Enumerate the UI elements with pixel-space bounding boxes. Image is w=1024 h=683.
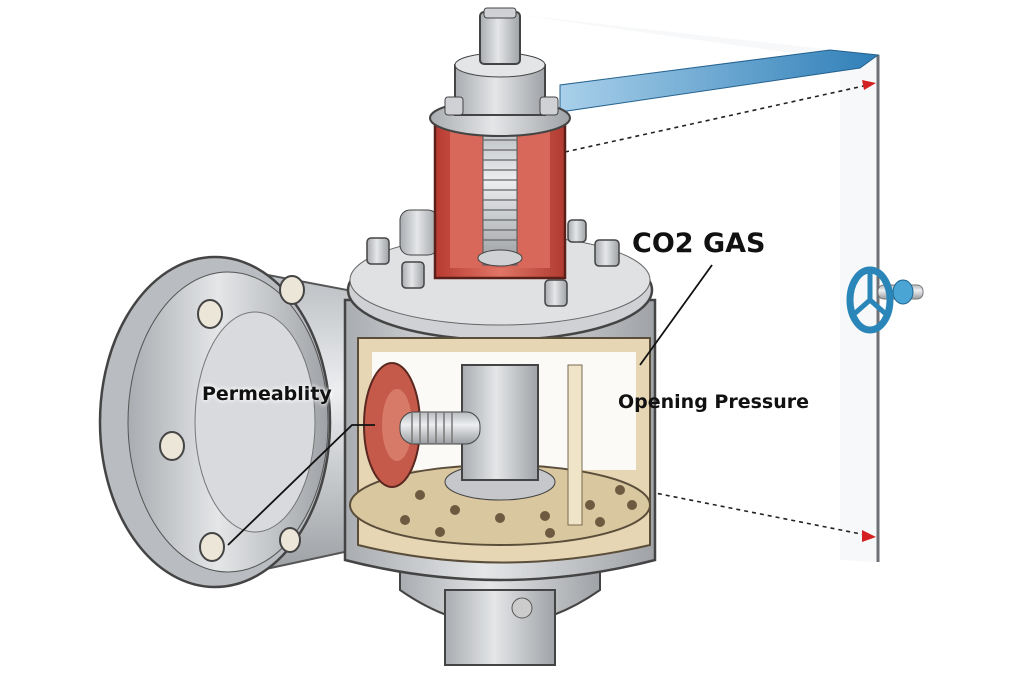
leader-permeability bbox=[227, 424, 375, 546]
arrow-top-icon bbox=[862, 80, 876, 90]
leader-co2 bbox=[639, 264, 713, 366]
opening-pressure-label: Opening Pressure bbox=[618, 391, 810, 413]
permeability-label: Permeablity bbox=[202, 383, 332, 405]
handwheel-icon bbox=[846, 266, 924, 334]
blue-band bbox=[559, 49, 880, 113]
arrow-bottom-icon bbox=[862, 530, 876, 542]
co2-gas-label: CO2 GAS bbox=[632, 228, 766, 259]
spring-bonnet bbox=[429, 7, 571, 280]
valve-body bbox=[343, 209, 657, 666]
dotted-line-bottom bbox=[649, 491, 867, 536]
dotted-line-top bbox=[564, 84, 869, 153]
